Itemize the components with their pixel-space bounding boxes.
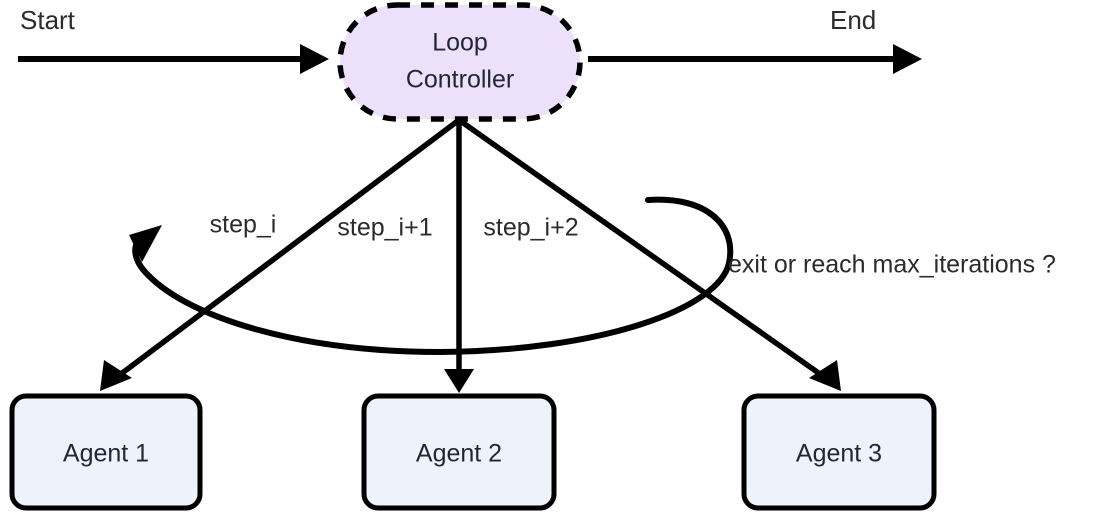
branch-arrow-agent-1-head <box>100 360 132 391</box>
agent-2-node[interactable]: Agent 2 <box>361 393 557 511</box>
agent-2-box <box>361 393 557 511</box>
loop-controller-label-line2: Controller <box>406 66 514 94</box>
step-label-3: step_i+2 <box>483 214 578 242</box>
start-label: Start <box>20 5 76 35</box>
feedback-loop-arrow-head <box>129 225 162 262</box>
agent-1-node[interactable]: Agent 1 <box>9 393 203 511</box>
start-arrow <box>18 44 329 74</box>
feedback-loop-arrow <box>129 196 734 356</box>
step-label-1: step_i <box>210 211 277 239</box>
feedback-loop-curve-path <box>132 196 734 356</box>
step-label-2: step_i+1 <box>337 214 432 242</box>
loop-controller-shape <box>337 2 583 122</box>
agent-3-label: Agent 3 <box>796 440 882 468</box>
branch-arrow-agent-3-head <box>809 360 841 391</box>
agent-1-label: Agent 1 <box>63 440 149 468</box>
end-arrow <box>588 44 922 74</box>
agent-3-box <box>741 393 937 511</box>
branch-arrow-agent-1-line <box>119 117 461 377</box>
branch-arrow-agent-1 <box>100 117 461 391</box>
branch-arrow-agent-2-head <box>444 369 474 393</box>
branch-arrow-agent-3 <box>457 117 841 391</box>
branch-arrow-agent-2 <box>444 120 474 393</box>
branch-arrow-agent-3-line <box>457 117 822 377</box>
start-arrow-head <box>300 44 329 74</box>
loop-controller-node[interactable]: Loop Controller <box>337 2 583 122</box>
end-arrow-head <box>893 44 922 74</box>
agent-3-node[interactable]: Agent 3 <box>741 393 937 511</box>
loop-condition-label: exit or reach max_iterations ? <box>728 251 1056 279</box>
end-label: End <box>830 5 876 35</box>
agent-1-box <box>9 393 203 511</box>
agent-2-label: Agent 2 <box>416 440 502 468</box>
loop-controller-label-line1: Loop <box>432 29 488 57</box>
